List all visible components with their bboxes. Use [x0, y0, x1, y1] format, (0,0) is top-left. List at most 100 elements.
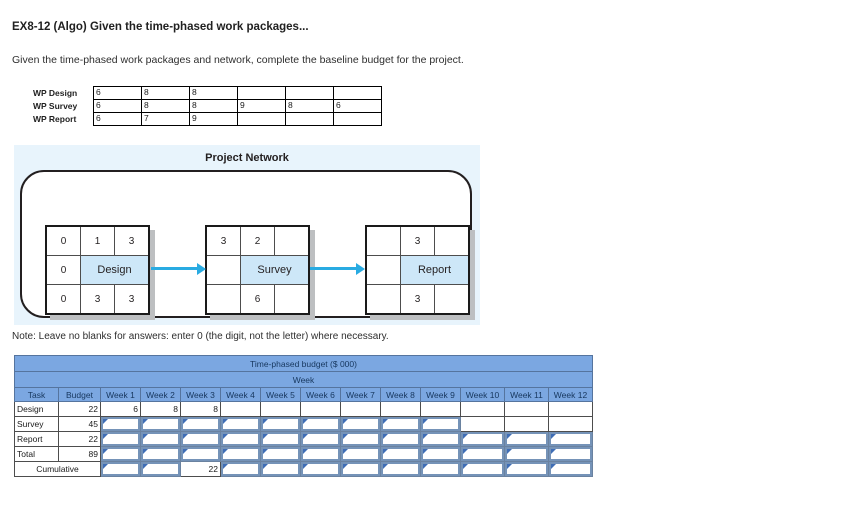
budget-input-cell	[504, 461, 549, 477]
budget-input-survey-week8[interactable]	[383, 419, 418, 429]
wp-cell: 9	[237, 99, 286, 113]
budget-static-design-week10	[460, 401, 505, 417]
budget-input-survey-week6[interactable]	[303, 419, 338, 429]
budget-input-cell	[260, 431, 301, 447]
node-cell	[365, 225, 401, 256]
budget-value-survey: 45	[58, 416, 101, 432]
budget-input-cumulative-week5[interactable]	[263, 464, 298, 474]
budget-row-label-survey: Survey	[14, 416, 59, 432]
budget-static-survey-week10	[460, 416, 505, 432]
answer-input-box	[461, 447, 504, 461]
answer-input-box	[341, 417, 380, 431]
budget-input-cell	[260, 416, 301, 432]
budget-input-cell	[340, 431, 381, 447]
node-cell: 3	[400, 284, 435, 315]
budget-input-cell	[100, 461, 141, 477]
budget-input-survey-week2[interactable]	[143, 419, 178, 429]
budget-input-total-week12[interactable]	[551, 449, 590, 459]
budget-static-design-week8	[380, 401, 421, 417]
budget-input-report-week8[interactable]	[383, 434, 418, 444]
budget-input-cell	[460, 461, 505, 477]
budget-input-cell	[420, 446, 461, 462]
budget-input-total-week6[interactable]	[303, 449, 338, 459]
budget-week-group-label: Week	[14, 371, 593, 388]
budget-table-title: Time-phased budget ($ 000)	[14, 355, 593, 372]
node-cell	[365, 284, 401, 315]
budget-col-header: Week 2	[140, 387, 181, 402]
budget-col-header: Week 1	[100, 387, 141, 402]
budget-input-report-week12[interactable]	[551, 434, 590, 444]
budget-input-total-week2[interactable]	[143, 449, 178, 459]
budget-input-total-week9[interactable]	[423, 449, 458, 459]
budget-input-report-week4[interactable]	[223, 434, 258, 444]
budget-input-total-week10[interactable]	[463, 449, 502, 459]
node-activity-label: Survey	[240, 255, 310, 285]
budget-input-cumulative-week11[interactable]	[507, 464, 546, 474]
exercise-title: EX8-12 (Algo) Given the time-phased work…	[12, 21, 309, 33]
budget-input-survey-week9[interactable]	[423, 419, 458, 429]
budget-input-total-week4[interactable]	[223, 449, 258, 459]
budget-input-report-week5[interactable]	[263, 434, 298, 444]
answer-input-box	[421, 417, 460, 431]
node-cell: 3	[80, 284, 115, 315]
budget-input-cell	[340, 446, 381, 462]
budget-input-report-week2[interactable]	[143, 434, 178, 444]
budget-input-survey-week7[interactable]	[343, 419, 378, 429]
budget-input-total-week7[interactable]	[343, 449, 378, 459]
budget-input-cell	[340, 461, 381, 477]
budget-input-total-week5[interactable]	[263, 449, 298, 459]
budget-input-cumulative-week9[interactable]	[423, 464, 458, 474]
budget-input-total-week1[interactable]	[103, 449, 138, 459]
answer-input-box	[301, 432, 340, 446]
budget-input-cumulative-week1[interactable]	[103, 464, 138, 474]
wp-cell: 8	[189, 99, 238, 113]
budget-input-cell	[180, 431, 221, 447]
budget-input-survey-week5[interactable]	[263, 419, 298, 429]
budget-input-cell	[340, 416, 381, 432]
node-cell: 3	[114, 284, 150, 315]
budget-input-cell	[504, 446, 549, 462]
wp-cell	[285, 112, 334, 126]
budget-input-total-week11[interactable]	[507, 449, 546, 459]
budget-input-total-week3[interactable]	[183, 449, 218, 459]
budget-input-cumulative-week8[interactable]	[383, 464, 418, 474]
budget-input-cell	[380, 446, 421, 462]
budget-input-survey-week3[interactable]	[183, 419, 218, 429]
budget-input-report-week6[interactable]	[303, 434, 338, 444]
answer-input-box	[181, 447, 220, 461]
budget-input-survey-week1[interactable]	[103, 419, 138, 429]
budget-input-survey-week4[interactable]	[223, 419, 258, 429]
answer-input-box	[341, 462, 380, 476]
budget-input-report-week11[interactable]	[507, 434, 546, 444]
budget-input-report-week7[interactable]	[343, 434, 378, 444]
budget-input-report-week3[interactable]	[183, 434, 218, 444]
answer-input-box	[261, 432, 300, 446]
answer-input-box	[141, 447, 180, 461]
budget-input-cell	[140, 431, 181, 447]
wp-cell: 9	[189, 112, 238, 126]
budget-input-cell	[140, 416, 181, 432]
wp-cell	[333, 86, 382, 100]
budget-input-cumulative-week4[interactable]	[223, 464, 258, 474]
budget-input-cumulative-week10[interactable]	[463, 464, 502, 474]
budget-input-total-week8[interactable]	[383, 449, 418, 459]
budget-input-cumulative-week6[interactable]	[303, 464, 338, 474]
budget-static-cumulative-week3: 22	[180, 461, 221, 477]
answer-input-box	[381, 462, 420, 476]
wp-cell: 6	[93, 112, 142, 126]
budget-input-cumulative-week7[interactable]	[343, 464, 378, 474]
budget-input-report-week9[interactable]	[423, 434, 458, 444]
budget-static-design-week6	[300, 401, 341, 417]
budget-input-report-week1[interactable]	[103, 434, 138, 444]
budget-col-header: Week 11	[504, 387, 549, 402]
budget-input-cell	[180, 416, 221, 432]
answer-input-box	[301, 417, 340, 431]
budget-input-report-week10[interactable]	[463, 434, 502, 444]
budget-input-cumulative-week12[interactable]	[551, 464, 590, 474]
budget-input-cumulative-week2[interactable]	[143, 464, 178, 474]
